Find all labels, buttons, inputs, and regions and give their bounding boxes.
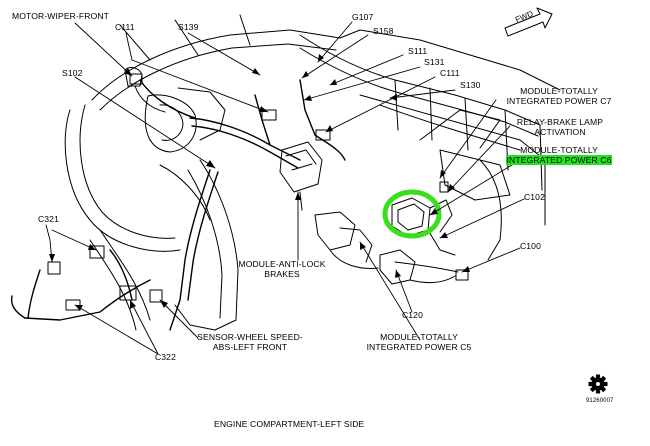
label-s139: S139 bbox=[178, 22, 199, 32]
c6-highlight-circle bbox=[382, 189, 442, 239]
label-s158: S158 bbox=[373, 26, 394, 36]
label-c102: C102 bbox=[524, 192, 545, 202]
label-s131: S131 bbox=[424, 57, 445, 67]
wheelhouse bbox=[64, 104, 239, 331]
abs-module bbox=[279, 141, 323, 211]
label-c322: C322 bbox=[155, 352, 176, 362]
label-sensor-line2: ABS-LEFT FRONT bbox=[212, 342, 288, 352]
leader-lines bbox=[45, 21, 525, 355]
label-motor-wiper-front: MOTOR-WIPER-FRONT bbox=[12, 11, 110, 21]
label-tipm-c7-line1: MODULE-TOTALLY bbox=[520, 86, 598, 96]
tipm-lower-connectors bbox=[314, 211, 459, 285]
label-relay-brake-lamp: RELAY-BRAKE LAMP ACTIVATION bbox=[510, 117, 610, 137]
wire-harness bbox=[10, 79, 346, 331]
label-relay-line1: RELAY-BRAKE LAMP bbox=[516, 117, 604, 127]
label-tipm-c7-line2: INTEGRATED POWER C7 bbox=[506, 96, 612, 106]
figure-id: 91260007 bbox=[586, 398, 614, 404]
label-s130: S130 bbox=[460, 80, 481, 90]
label-c100: C100 bbox=[520, 241, 541, 251]
label-tipm-c5: MODULE-TOTALLY INTEGRATED POWER C5 bbox=[360, 332, 478, 352]
label-g107: G107 bbox=[352, 12, 374, 22]
label-abs-module: MODULE-ANTI-LOCK BRAKES bbox=[232, 259, 332, 279]
fwd-arrow bbox=[504, 7, 553, 37]
cowl-structure bbox=[91, 14, 561, 261]
label-s102: S102 bbox=[62, 68, 83, 78]
label-sensor-line1: SENSOR-WHEEL SPEED- bbox=[197, 332, 303, 342]
highlighted-text: INTEGRATED POWER C6 bbox=[505, 155, 613, 165]
label-relay-line2: ACTIVATION bbox=[534, 127, 586, 137]
label-tipm-c5-line2: INTEGRATED POWER C5 bbox=[366, 342, 472, 352]
label-c111-right: C111 bbox=[440, 68, 460, 78]
diagram-caption: ENGINE COMPARTMENT-LEFT SIDE bbox=[214, 419, 365, 429]
label-c120: C120 bbox=[402, 310, 423, 320]
label-abs-line1: MODULE-ANTI-LOCK bbox=[238, 259, 326, 269]
figure-gear-icon bbox=[588, 374, 608, 394]
label-tipm-c6-line2: INTEGRATED POWER C6 bbox=[500, 155, 618, 165]
label-c321: C321 bbox=[38, 214, 59, 224]
label-sensor-wheel-speed: SENSOR-WHEEL SPEED- ABS-LEFT FRONT bbox=[194, 332, 306, 352]
label-s111: S111 bbox=[408, 46, 428, 56]
tipm-module bbox=[391, 197, 456, 256]
arrowheads bbox=[49, 54, 470, 311]
label-tipm-c6-line1: MODULE-TOTALLY bbox=[520, 145, 598, 155]
label-tipm-c7: MODULE-TOTALLY INTEGRATED POWER C7 bbox=[500, 86, 618, 106]
label-tipm-c6: MODULE-TOTALLY INTEGRATED POWER C6 bbox=[500, 145, 618, 165]
label-abs-line2: BRAKES bbox=[264, 269, 300, 279]
label-tipm-c5-line1: MODULE-TOTALLY bbox=[380, 332, 458, 342]
label-c111-left: C111 bbox=[115, 22, 135, 32]
connectors bbox=[47, 73, 469, 311]
